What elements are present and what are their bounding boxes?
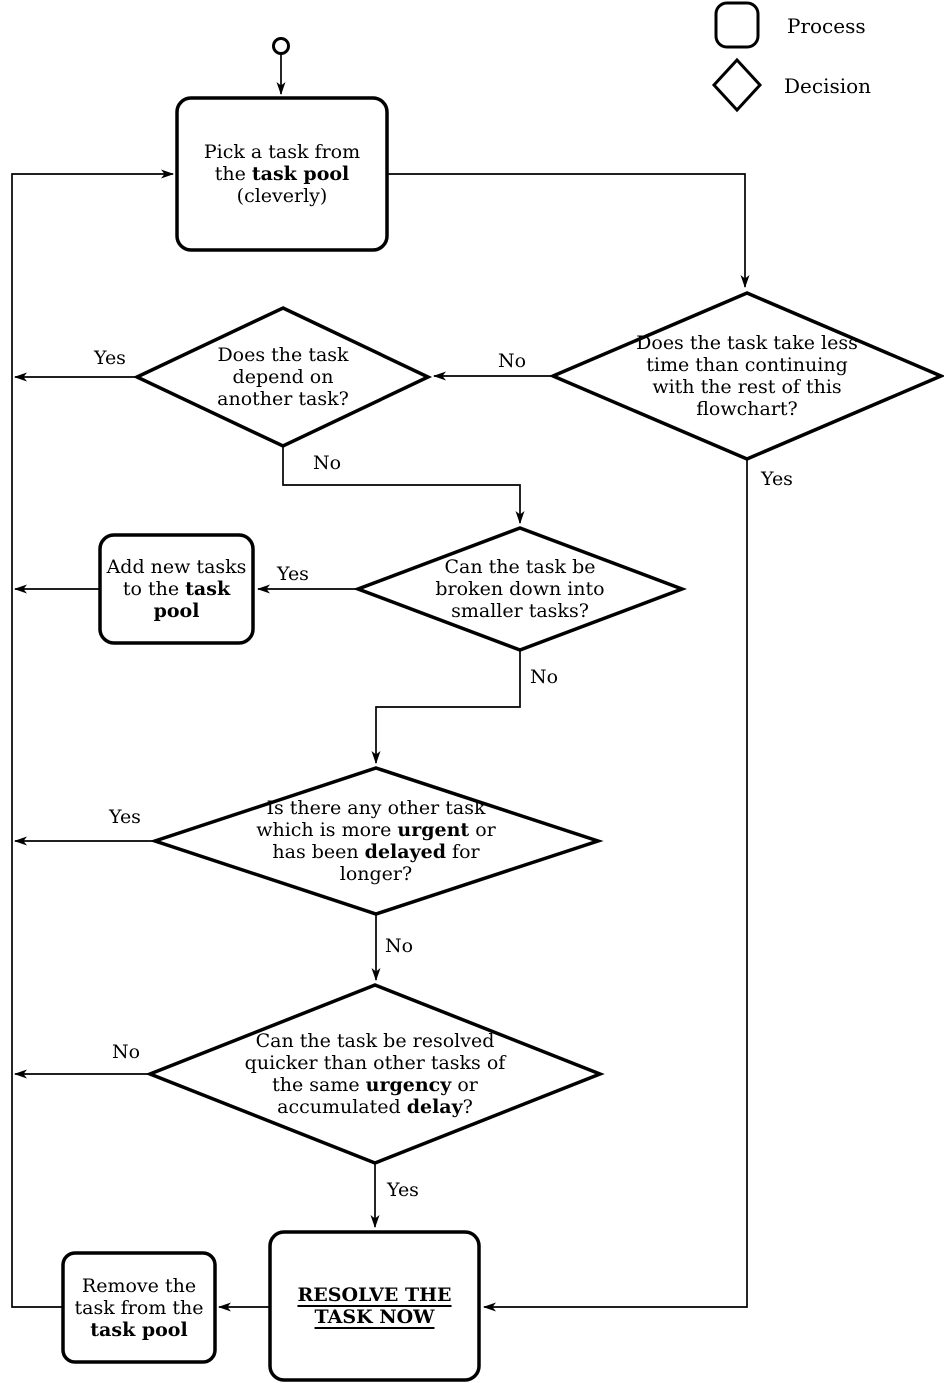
process-remove-task-label: Remove the task from the task pool — [74, 1274, 204, 1341]
edge-label-breakdown-yes: Yes — [277, 563, 309, 585]
decision-depends-on-task-shape — [132, 306, 433, 448]
start-node — [272, 37, 290, 55]
process-add-new-tasks-label: Add new tasks to the task pool — [106, 556, 247, 622]
decision-resolved-quicker-label: Can the task be resolved quicker than ot… — [244, 1030, 506, 1118]
edge-label-urgent-no: No — [384, 935, 414, 957]
edge-label-quicker-yes: Yes — [387, 1179, 419, 1201]
decision-more-urgent-label: Is there any other task which is more ur… — [256, 797, 496, 885]
edge-label-time-no: No — [497, 350, 527, 372]
decision-can-break-down-label: Can the task be broken down into smaller… — [435, 556, 605, 622]
process-pick-task-label: Pick a task from the task pool (cleverly… — [203, 141, 361, 207]
edge-label-depend-no: No — [312, 452, 342, 474]
decision-depends-on-task-label: Does the task depend on another task? — [217, 344, 349, 410]
edge-breakdown-no-to-urgent — [371, 650, 521, 764]
edge-pick-to-time — [387, 173, 750, 288]
decision-resolved-quicker-shape — [145, 983, 605, 1165]
edge-label-breakdown-no: No — [529, 666, 559, 688]
edge-label-quicker-no: No — [111, 1041, 141, 1063]
edge-label-urgent-yes: Yes — [109, 806, 141, 828]
edge-label-time-yes: Yes — [761, 468, 793, 490]
decision-take-less-time-label: Does the task take less time than contin… — [636, 332, 858, 420]
legend-process-icon — [714, 1, 760, 49]
edge-depend-no-to-breakdown — [282, 446, 525, 524]
decision-can-break-down-shape — [353, 526, 687, 652]
edge-remove-to-pick-rail — [11, 169, 174, 1308]
legend-decision-icon — [711, 57, 763, 113]
decision-take-less-time-shape — [548, 291, 944, 461]
process-add-new-tasks-shape — [98, 533, 255, 645]
legend-process-label: Process — [787, 14, 866, 38]
process-resolve-now-label: RESOLVE THE TASK NOW — [297, 1284, 452, 1328]
decision-more-urgent-shape — [149, 766, 604, 916]
legend-decision-label: Decision — [784, 74, 872, 98]
process-resolve-now-shape — [268, 1230, 481, 1382]
process-remove-task-shape — [61, 1251, 217, 1364]
edge-time-yes-to-resolve — [483, 459, 748, 1312]
edge-label-depend-yes: Yes — [94, 347, 126, 369]
process-pick-task-shape — [175, 96, 389, 252]
